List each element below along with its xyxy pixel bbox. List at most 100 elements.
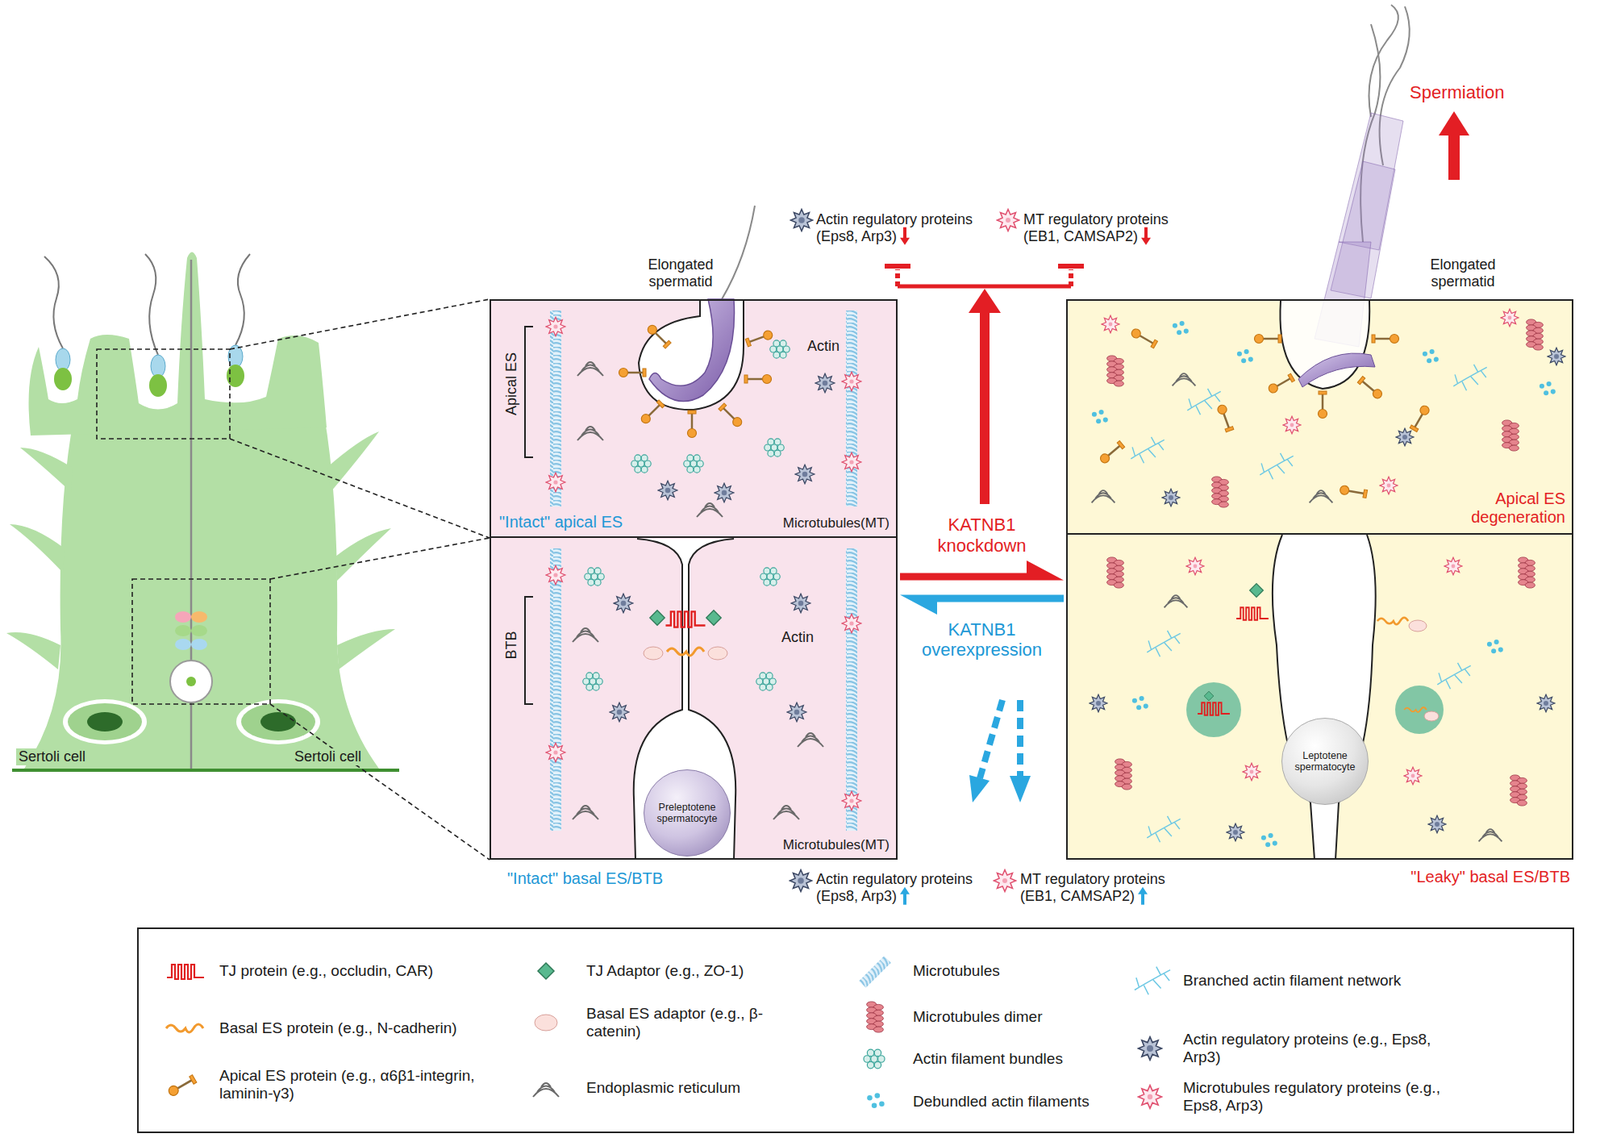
spermatocyte-circle: Leptotene spermatocyte — [1281, 717, 1369, 805]
decrease-arrow — [1141, 227, 1151, 246]
apical-es-intact — [687, 410, 697, 438]
junction-blobs — [191, 611, 208, 623]
apical-es-degeneration — [1371, 334, 1400, 344]
legend-frame — [137, 928, 1574, 1133]
apical-es-degeneration — [1379, 476, 1398, 495]
basal-es-leaky — [1146, 630, 1180, 657]
process-label: Spermiation — [1409, 82, 1505, 103]
apical-es-intact — [687, 410, 697, 438]
legend-text: Basal ES protein (e.g., N-cadherin) — [219, 1019, 486, 1038]
basal-es-intact — [665, 611, 705, 627]
overexpression-effect-arrow — [1016, 700, 1024, 776]
spermatid — [150, 354, 166, 378]
apical-es-degeneration — [1129, 327, 1159, 349]
apical-es-degeneration — [1547, 347, 1566, 366]
bracket-label: BTB — [503, 630, 521, 659]
overexpression-effect-arrow — [969, 700, 1031, 803]
apical-es-degeneration — [1318, 391, 1328, 419]
apical-es-intact — [718, 403, 744, 429]
cell-label: Preleptotene spermatocyte — [646, 801, 728, 825]
zoom-lines — [96, 349, 230, 439]
apical-es-intact — [525, 205, 862, 517]
basal-es-intact — [583, 672, 603, 691]
basal-es-intact — [787, 702, 806, 721]
sertoli-cell — [12, 768, 400, 772]
legend-frame — [1134, 966, 1171, 996]
apical-es-degeneration — [1107, 355, 1125, 387]
legend-text: Branched actin filament network — [1183, 971, 1450, 990]
protein-icons — [790, 870, 813, 892]
apical-es-degeneration — [1422, 349, 1439, 363]
apical-es-intact — [631, 454, 651, 473]
basal-es-leaky — [1272, 534, 1315, 860]
apical-es-panel: Apical ES degeneration — [1066, 299, 1574, 535]
basal-es-leaky — [1479, 829, 1503, 842]
apical-es-intact — [718, 403, 744, 429]
protein-label: MT regulatory proteins (EB1, CAMSAP2) — [1020, 870, 1182, 905]
zoom-lines — [270, 704, 490, 860]
apical-es-degeneration — [1237, 349, 1254, 363]
basal-es-leaky — [1377, 617, 1409, 625]
apical-es-degeneration — [1254, 334, 1283, 344]
apical-es-intact — [744, 375, 772, 384]
nucleus — [67, 703, 142, 741]
basal-es-leaky — [1164, 595, 1188, 608]
basal-es-leaky — [1242, 762, 1261, 781]
apical-es-degeneration — [1409, 404, 1431, 433]
legend-frame — [166, 1024, 204, 1033]
basal-es-intact — [545, 742, 565, 762]
decrease-arrow — [900, 227, 910, 246]
basal-es-leaky — [1089, 534, 1555, 860]
legend-text: Actin filament bundles — [912, 1050, 1123, 1068]
nucleus — [62, 699, 147, 745]
apical-es-intact — [841, 452, 861, 471]
legend-text: TJ Adaptor (e.g., ZO-1) — [586, 962, 829, 980]
basal-es-intact — [791, 593, 810, 613]
structure-label: Microtubules(MT) — [783, 515, 890, 532]
sertoli-cell — [20, 447, 73, 492]
cell-label: Elongated spermatid — [1420, 256, 1505, 290]
legend-frame — [137, 928, 1574, 1133]
apical-es-intact — [545, 316, 565, 336]
sertoli-cell — [29, 252, 327, 437]
increase-arrow — [1137, 887, 1148, 905]
edge-label: KATNB1 knockdown — [913, 514, 1051, 556]
apical-es-intact — [525, 326, 534, 458]
cell-label: Sertoli cell — [291, 748, 364, 766]
basal-es-intact — [613, 593, 633, 613]
basal-es-intact — [572, 805, 599, 820]
legend-frame — [166, 964, 205, 980]
legend-text: Debundled actin filaments — [912, 1092, 1123, 1111]
junction-blobs — [191, 638, 208, 650]
basal-es-intact — [760, 567, 780, 586]
inhibition-bracket — [897, 284, 1071, 289]
legend-text: Actin regulatory proteins (e.g., Eps8, A… — [1183, 1030, 1450, 1067]
basal-es-intact — [584, 567, 605, 586]
basal-es-intact — [609, 702, 629, 721]
spermiation-arrow — [1448, 133, 1460, 180]
sertoli-cell — [6, 252, 490, 861]
panel-grounds — [489, 299, 1574, 860]
apical-es-degeneration — [1259, 453, 1293, 480]
apical-es-intact — [764, 438, 784, 457]
junction-blobs — [175, 625, 192, 637]
sertoli-cell — [335, 528, 392, 581]
basal-es-leaky — [1236, 607, 1269, 621]
inhibition-bracket — [1058, 263, 1084, 269]
sertoli-cell — [24, 415, 380, 769]
apical-es-degeneration — [1526, 319, 1544, 350]
basal-es-leaky — [1146, 816, 1180, 842]
panel-title: "Intact" apical ES — [499, 512, 623, 532]
apical-es-intact — [744, 375, 772, 384]
basal-es-leaky — [1404, 766, 1422, 785]
panel-grounds — [489, 299, 898, 860]
apical-es-degeneration — [1409, 404, 1431, 433]
basal-es-leaky — [1335, 534, 1376, 860]
apical-es-intact — [845, 310, 858, 507]
apical-es-intact — [683, 454, 704, 473]
spermatid — [149, 374, 167, 397]
apical-es-degeneration — [1098, 440, 1125, 465]
basal-es-leaky — [1537, 694, 1555, 713]
basal-es-leaky — [1428, 815, 1446, 834]
apical-es-degeneration — [1502, 420, 1520, 451]
